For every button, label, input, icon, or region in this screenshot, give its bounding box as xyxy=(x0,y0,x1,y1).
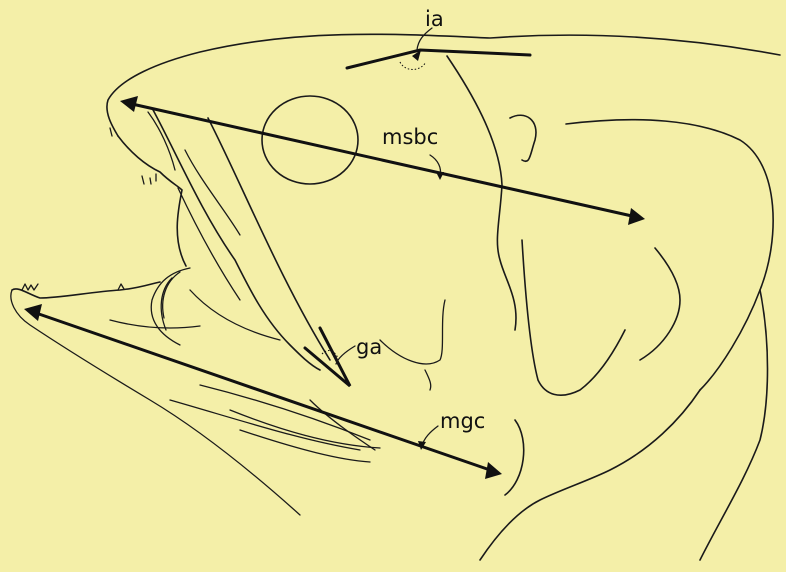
interopercle xyxy=(522,240,625,395)
preopercle-line xyxy=(208,118,330,360)
gill-cover-lower xyxy=(480,390,700,560)
opercle-inner xyxy=(380,300,445,364)
subopercle xyxy=(566,120,773,390)
upper-teeth xyxy=(110,128,156,184)
mgc-arrowhead-left xyxy=(24,304,42,321)
eye xyxy=(262,96,358,184)
branchiostegal-ray-2 xyxy=(200,385,370,440)
opercle-inner-2 xyxy=(425,370,431,390)
cheek-line-2 xyxy=(185,150,240,235)
ia-label: ia xyxy=(425,7,444,31)
mgc-label: mgc xyxy=(440,409,485,433)
msbc-measure-line xyxy=(132,104,632,216)
ia-angle-line xyxy=(347,50,530,68)
pectoral-lobe xyxy=(640,248,680,360)
msbc-arrowhead-right xyxy=(628,208,645,225)
mgc-arrowhead-right xyxy=(485,462,502,479)
cheek-line-1 xyxy=(178,188,240,300)
body-outline-lower xyxy=(700,290,768,560)
mgc-arc xyxy=(505,420,524,495)
msbc-label: msbc xyxy=(382,125,438,149)
opercle-process xyxy=(510,115,536,161)
ia-leader xyxy=(417,28,432,50)
ia-angle-dot-arc xyxy=(400,62,426,70)
upper-jaw-inner-line xyxy=(148,112,175,170)
msbc-arrowhead-left xyxy=(120,96,138,112)
lower-teeth xyxy=(22,284,124,290)
opercle-ridge xyxy=(447,56,516,330)
msbc-leader-tip xyxy=(436,172,444,180)
ga-label: ga xyxy=(356,335,382,359)
